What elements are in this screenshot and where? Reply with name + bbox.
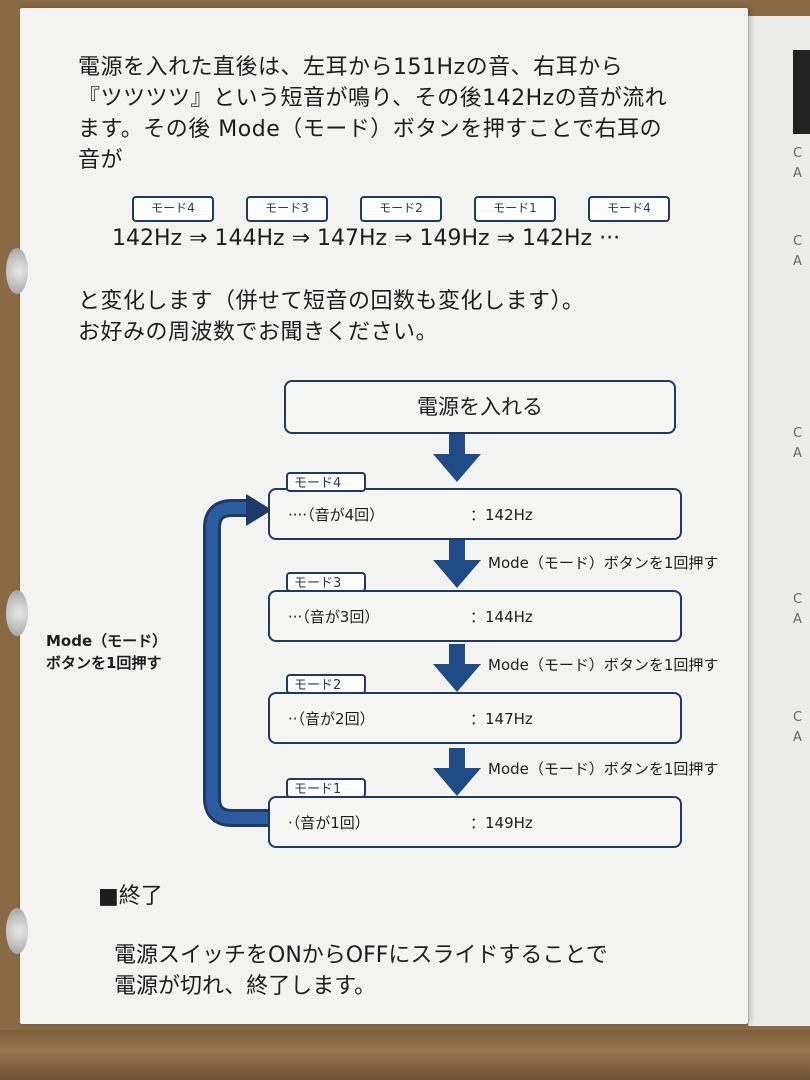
- intro-line: ます。その後 Mode（モード）ボタンを押すことで右耳の: [78, 117, 663, 142]
- mode1-tag: モード1: [286, 778, 366, 798]
- down-arrow-icon: [433, 644, 481, 692]
- binding-ring: [6, 908, 28, 954]
- state-frequency: ：142Hz: [470, 506, 533, 524]
- intro-paragraph: 電源を入れた直後は、左耳から151Hzの音、右耳から 『ツツツツ』という短音が鳴…: [78, 52, 718, 176]
- after-line: お好みの周波数でお聞きください。: [78, 320, 439, 345]
- mode2-state-box: ··（音が2回） ：147Hz: [268, 692, 682, 744]
- press-mode-label: Mode（モード）ボタンを1回押す: [488, 760, 719, 778]
- edge-mark: C: [793, 710, 803, 725]
- edge-mark: C: [793, 592, 803, 607]
- state-label: ···（音が3回）: [288, 608, 380, 626]
- mode4-state-box: ····（音が4回） ：142Hz: [268, 488, 682, 540]
- loop-label-line: Mode（モード）: [46, 632, 168, 650]
- power-on-box: 電源を入れる: [284, 380, 676, 434]
- intro-line: 音が: [78, 148, 124, 173]
- mode1-state-box: ·（音が1回） ：149Hz: [268, 796, 682, 848]
- down-arrow-icon: [433, 540, 481, 588]
- end-section-heading: ■終了: [98, 884, 163, 909]
- edge-mark: C: [793, 146, 803, 161]
- end-paragraph: 電源スイッチをONからOFFにスライドすることで 電源が切れ、終了します。: [114, 940, 714, 1002]
- state-label: ····（音が4回）: [288, 506, 385, 524]
- mode2-tag: モード2: [286, 674, 366, 694]
- edge-mark: A: [793, 166, 802, 181]
- binding-ring: [6, 248, 28, 294]
- edge-mark: A: [793, 730, 802, 745]
- intro-line: 『ツツツツ』という短音が鳴り、その後142Hzの音が流れ: [78, 86, 668, 111]
- sequence-mode-tag: モード3: [246, 196, 328, 222]
- next-page-edge: C A C A C A C A C A: [748, 16, 810, 1026]
- state-frequency: ：149Hz: [470, 814, 533, 832]
- mode3-tag: モード3: [286, 572, 366, 592]
- sequence-frequencies: 142Hz ⇒ 144Hz ⇒ 147Hz ⇒ 149Hz ⇒ 142Hz ··…: [112, 226, 621, 251]
- black-tab-decoration: [793, 50, 810, 134]
- loop-press-label: Mode（モード） ボタンを1回押す: [46, 630, 167, 674]
- intro-line: 電源を入れた直後は、左耳から151Hzの音、右耳から: [78, 55, 624, 80]
- sequence-mode-tag: モード2: [360, 196, 442, 222]
- edge-mark: C: [793, 426, 803, 441]
- edge-mark: C: [793, 234, 803, 249]
- down-arrow-icon: [433, 434, 481, 482]
- edge-mark: A: [793, 254, 802, 269]
- mode3-state-box: ···（音が3回） ：144Hz: [268, 590, 682, 642]
- loop-back-arrow-icon: [203, 494, 272, 827]
- binding-ring: [6, 590, 28, 636]
- down-arrow-icon: [433, 748, 481, 796]
- state-label: ·（音が1回）: [288, 814, 370, 832]
- frequency-sequence: モード4 モード3 モード2 モード1 モード4 142Hz ⇒ 144Hz ⇒…: [112, 196, 712, 256]
- edge-mark: A: [793, 612, 802, 627]
- end-line: 電源スイッチをONからOFFにスライドすることで: [114, 943, 608, 968]
- after-line: と変化します（併せて短音の回数も変化します）。: [78, 289, 585, 314]
- press-mode-label: Mode（モード）ボタンを1回押す: [488, 656, 719, 674]
- loop-label-line: ボタンを1回押す: [46, 654, 162, 672]
- state-frequency: ：144Hz: [470, 608, 533, 626]
- sequence-mode-tag: モード1: [474, 196, 556, 222]
- sequence-mode-tag: モード4: [132, 196, 214, 222]
- wood-surface: [0, 1030, 810, 1080]
- state-label: ··（音が2回）: [288, 710, 375, 728]
- sequence-mode-tag: モード4: [588, 196, 670, 222]
- state-frequency: ：147Hz: [470, 710, 533, 728]
- edge-mark: A: [793, 446, 802, 461]
- end-line: 電源が切れ、終了します。: [114, 974, 377, 999]
- press-mode-label: Mode（モード）ボタンを1回押す: [488, 554, 719, 572]
- after-paragraph: と変化します（併せて短音の回数も変化します）。 お好みの周波数でお聞きください。: [78, 286, 718, 348]
- mode4-tag: モード4: [286, 472, 366, 492]
